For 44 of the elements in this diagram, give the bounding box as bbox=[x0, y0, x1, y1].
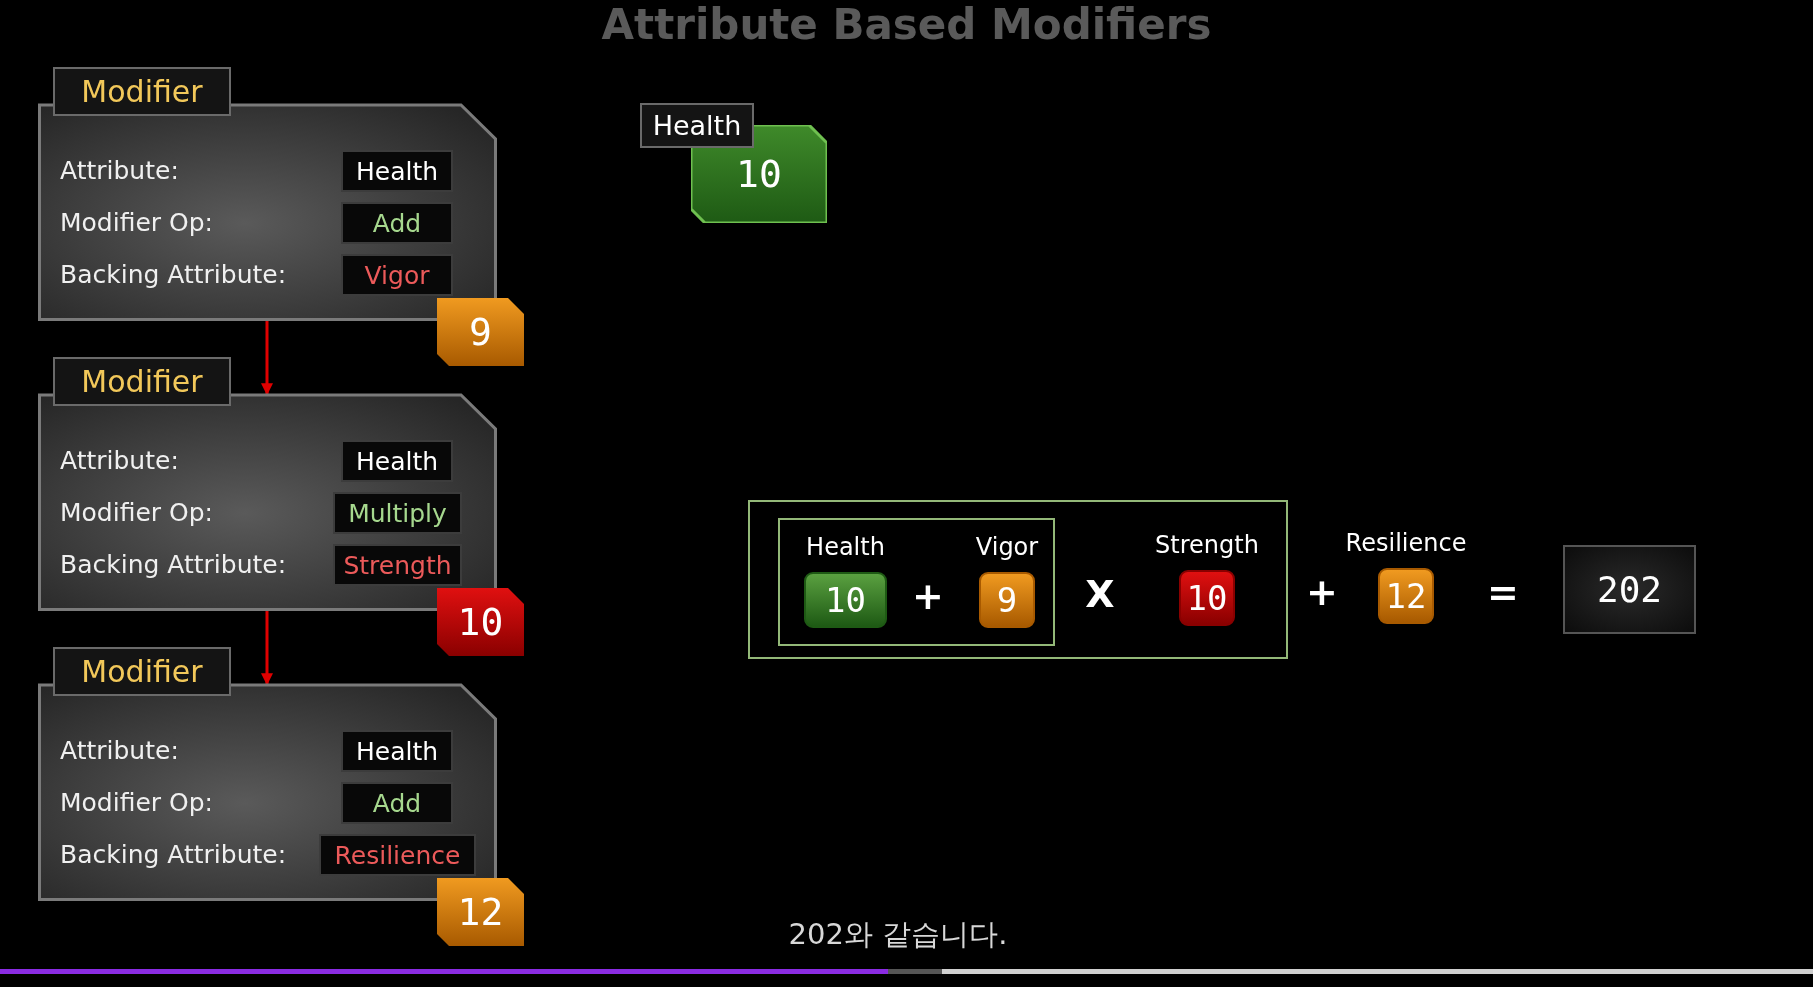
value-field: Strength bbox=[333, 544, 462, 586]
value-badge: 10 bbox=[804, 572, 887, 628]
field-label: Attribute: bbox=[60, 445, 179, 477]
operator-sign: + bbox=[911, 573, 945, 620]
badge-title: Health bbox=[640, 103, 754, 148]
card-title: Modifier bbox=[53, 357, 231, 406]
value-field: Health bbox=[341, 440, 453, 482]
value-field: Vigor bbox=[341, 254, 453, 296]
field-label: Modifier Op: bbox=[60, 497, 213, 529]
value-field: Add bbox=[341, 782, 453, 824]
value-field: Add bbox=[341, 202, 453, 244]
value-badge: 12 bbox=[437, 878, 524, 946]
badge-label: Resilience bbox=[1346, 528, 1466, 559]
value-field: Health bbox=[341, 150, 453, 192]
card-title: Modifier bbox=[53, 647, 231, 696]
arrow bbox=[261, 611, 273, 686]
operator-sign: + bbox=[1305, 569, 1339, 616]
value-badge: 9 bbox=[437, 298, 524, 366]
field-label: Backing Attribute: bbox=[60, 549, 287, 581]
value-field: Resilience bbox=[319, 834, 476, 876]
field-label: Backing Attribute: bbox=[60, 259, 287, 291]
slide-title: Attribute Based Modifiers bbox=[600, 0, 1213, 50]
arrow bbox=[261, 321, 273, 396]
operator-sign: = bbox=[1486, 569, 1520, 616]
subtitle-caption: 202와 같습니다. bbox=[787, 916, 1009, 953]
field-label: Attribute: bbox=[60, 735, 179, 767]
operator-sign: X bbox=[1084, 571, 1116, 618]
field-label: Modifier Op: bbox=[60, 787, 213, 819]
value-badge: 12 bbox=[1378, 568, 1434, 624]
card-title: Modifier bbox=[53, 67, 231, 116]
badge-label: Strength bbox=[1154, 530, 1260, 561]
field-label: Modifier Op: bbox=[60, 207, 213, 239]
value-field: Health bbox=[341, 730, 453, 772]
badge-label: Health bbox=[805, 532, 886, 563]
value-field: Multiply bbox=[333, 492, 462, 534]
field-label: Attribute: bbox=[60, 155, 179, 187]
formula-box bbox=[778, 518, 1055, 646]
value-badge: 10 bbox=[1179, 570, 1235, 626]
formula-box bbox=[748, 500, 1288, 659]
field-label: Backing Attribute: bbox=[60, 839, 287, 871]
result-box: 202 bbox=[1563, 545, 1696, 634]
badge-label: Vigor bbox=[974, 532, 1040, 563]
value-badge: 9 bbox=[979, 572, 1035, 628]
value-badge: 10 bbox=[437, 588, 524, 656]
